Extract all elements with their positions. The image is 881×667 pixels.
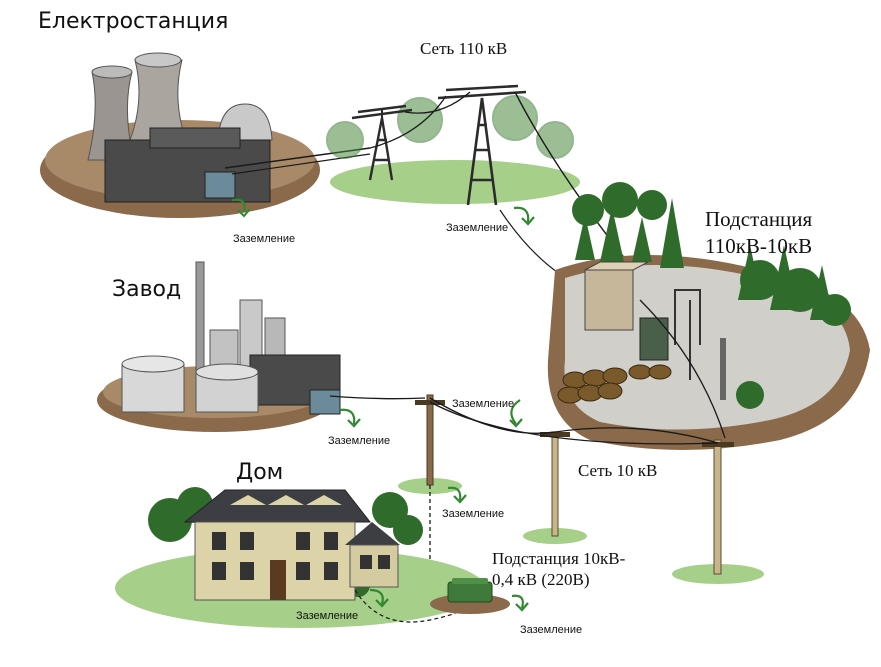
power-plant-illustration [40,52,371,218]
label-grounding-plant: Заземление [233,233,296,245]
label-local-substation-line2: 0,4 кВ (220В) [492,569,590,589]
label-grounding-substation: Заземление [452,398,515,410]
label-main-substation-line1: Подстанция [705,207,813,231]
label-grounding-house: Заземление [296,610,359,622]
label-main-substation: Подстанция 110кВ-10кВ [705,207,813,259]
label-grid-10kv: Сеть 10 кВ [578,461,658,480]
label-grounding-transformer: Заземление [520,624,583,636]
label-power-plant: Електростанция [38,9,229,34]
grounding-arrows [231,198,535,612]
distribution-lines-10kv [398,299,764,601]
label-grounding-factory: Заземление [328,435,391,447]
label-grounding-tower: Заземление [446,222,509,234]
main-substation-illustration [547,182,870,450]
factory-illustration [97,261,426,432]
label-main-substation-line2: 110кВ-10кВ [705,234,813,259]
house-illustration [115,487,485,628]
label-local-substation: Подстанция 10кВ- 0,4 кВ (220В) [492,549,626,589]
label-grounding-pole: Заземление [442,508,505,520]
local-transformer-illustration [430,578,510,614]
label-grid-110kv: Сеть 110 кВ [420,39,508,58]
label-factory: Завод [112,277,182,302]
label-local-substation-line1: Подстанция 10кВ- [492,549,626,568]
label-house: Дом [236,460,284,485]
